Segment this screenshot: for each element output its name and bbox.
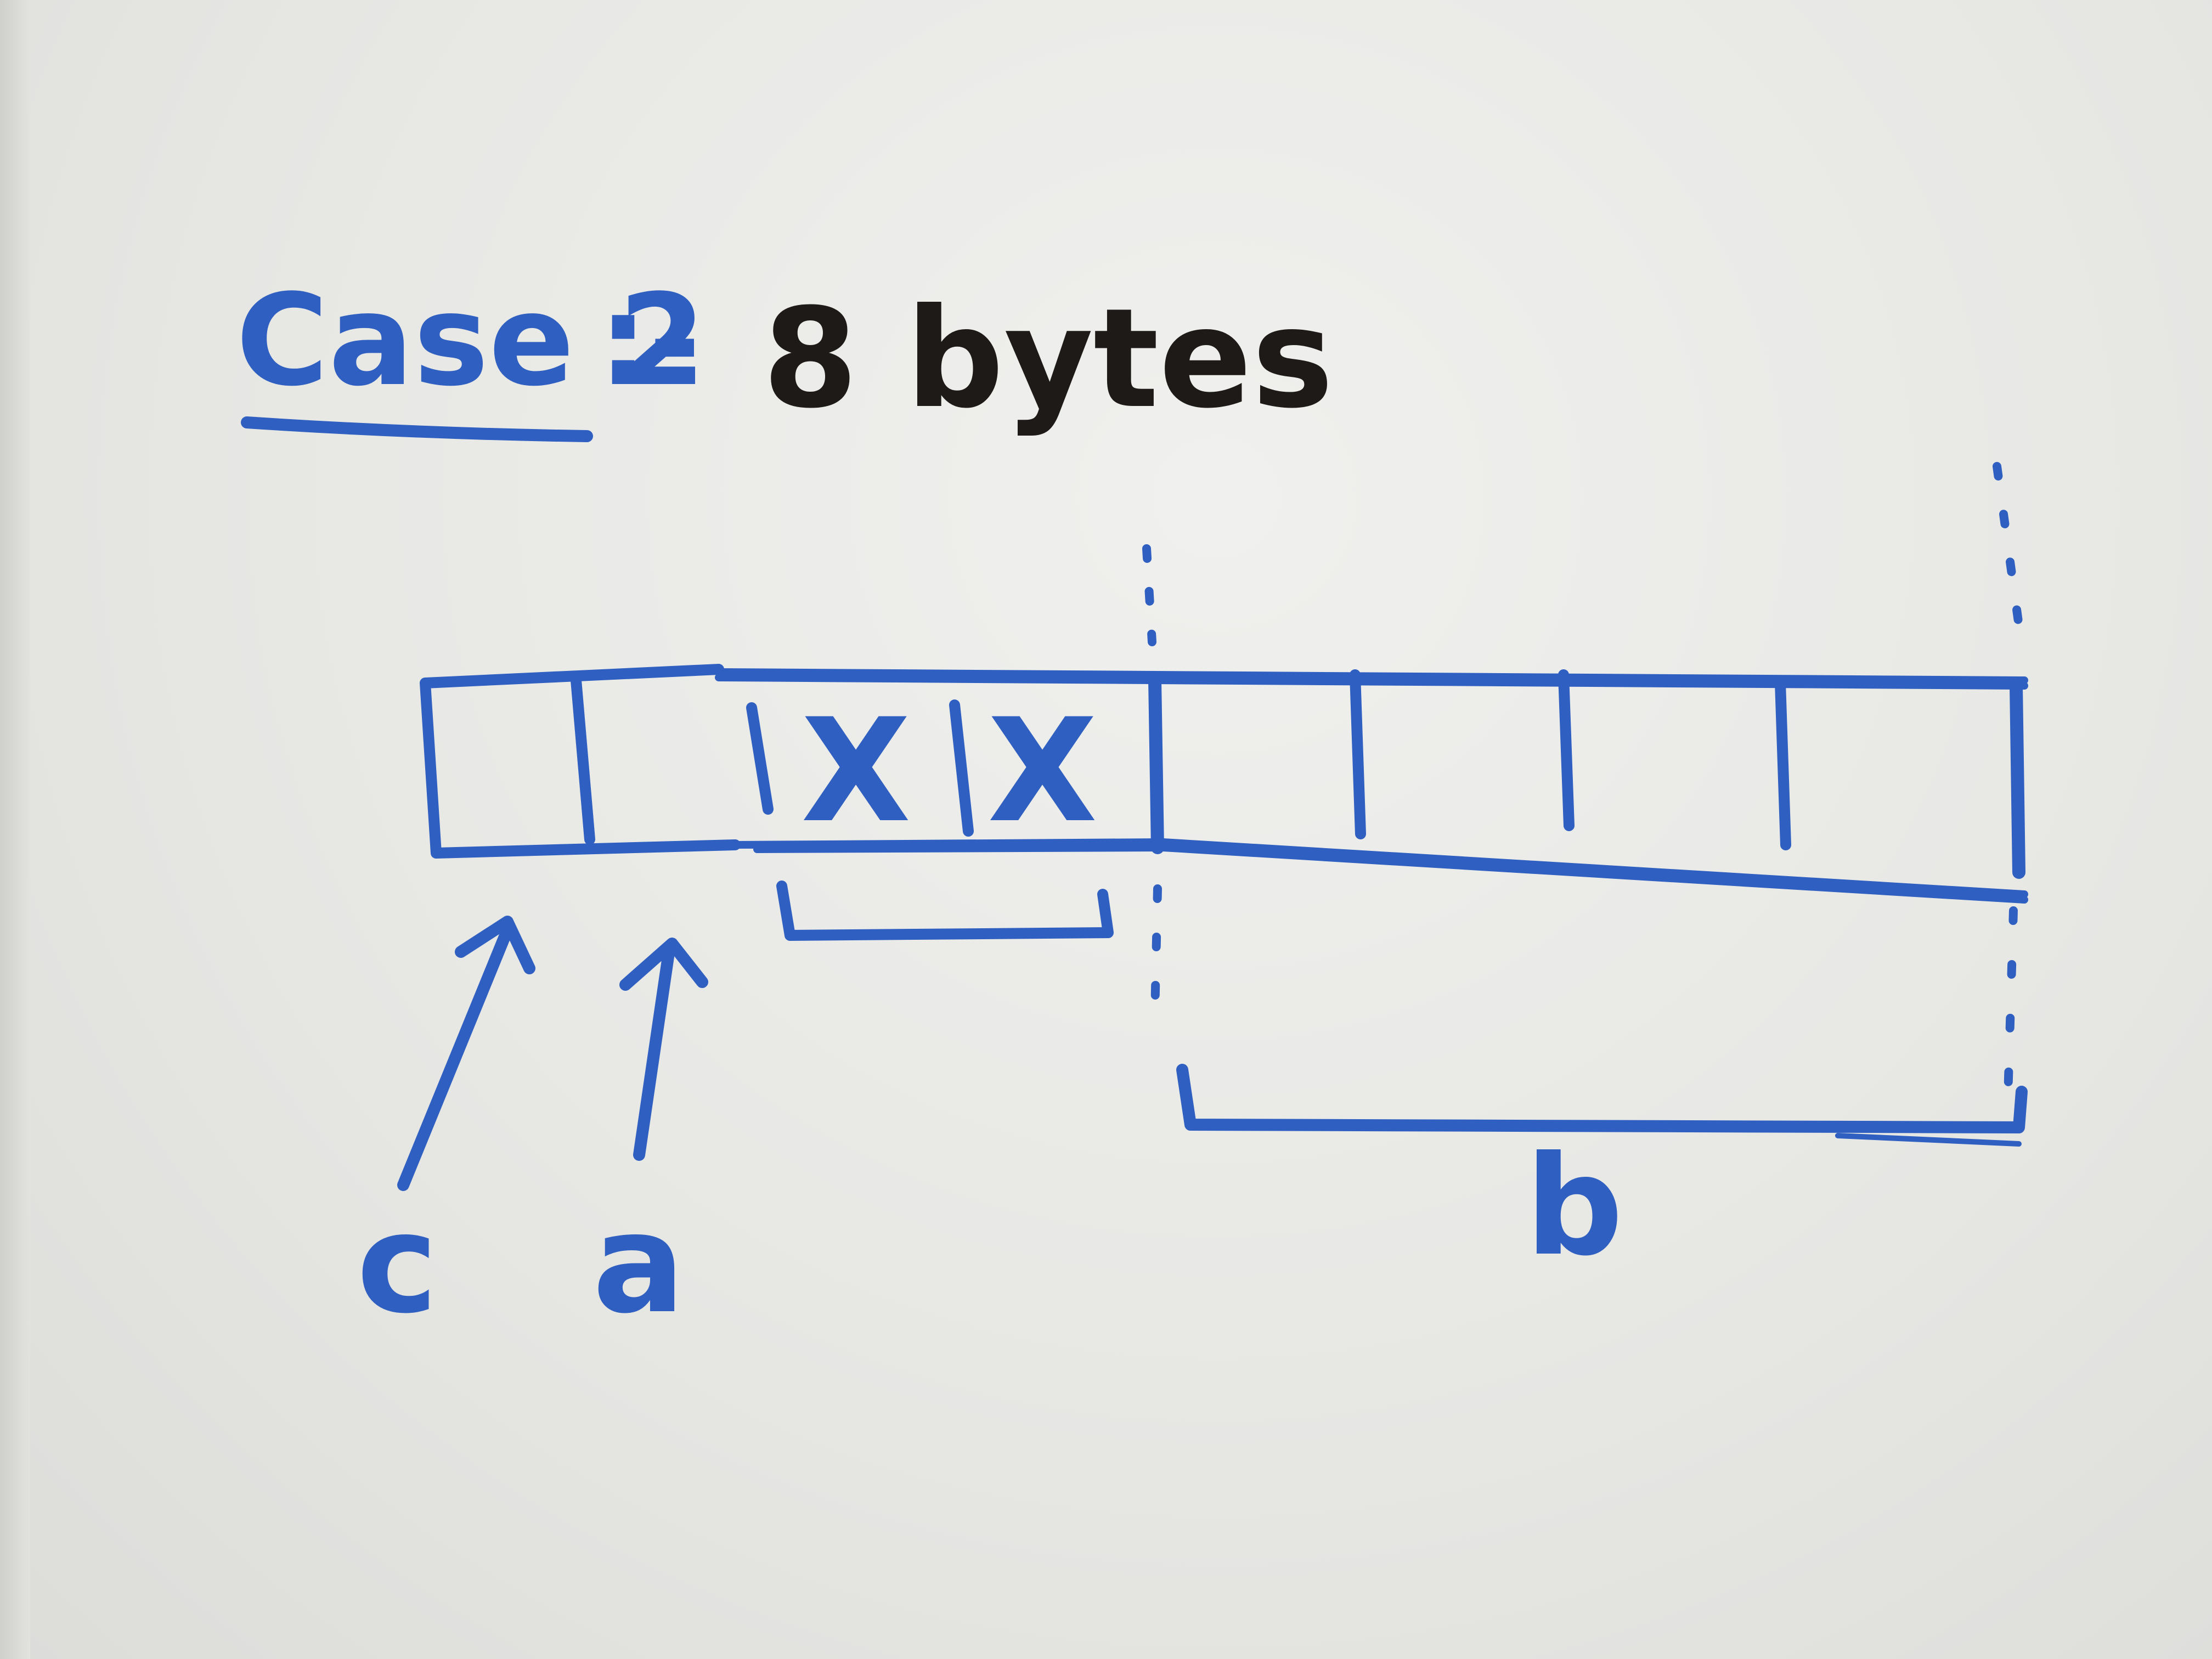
b-bracket-stroke: [1835, 1133, 2022, 1147]
padding-mark-2: X: [988, 689, 1097, 854]
cell-divider-2: [746, 702, 774, 815]
board-frame-edge: [0, 0, 30, 1659]
b-bracket: [1176, 1064, 2028, 1133]
size-text: 8 bytes: [763, 279, 1334, 438]
padding-bracket: [776, 881, 1114, 941]
label-b: b: [1525, 1126, 1623, 1286]
cell-divider-7: [1775, 678, 1791, 850]
cell-divider-3: [949, 699, 974, 837]
label-c: c: [357, 1184, 438, 1344]
case-label: Case 2: [236, 268, 706, 414]
arrow-a-head: [619, 938, 708, 991]
arrow-c-head: [455, 916, 535, 974]
memory-strip: [420, 664, 2028, 904]
right-dotted-guide-bottom: [2004, 906, 2018, 1102]
arrow-a-shaft: [633, 943, 675, 1161]
left-dotted-guide-bottom: [1150, 884, 1162, 1019]
cell-divider-4: [1148, 674, 1164, 854]
cell-divider-5: [1350, 669, 1366, 839]
label-a: a: [592, 1184, 685, 1344]
strip-top-line: [715, 668, 2028, 690]
padding-mark-1: X: [801, 689, 911, 854]
cell-divider-6: [1558, 669, 1575, 831]
strip-right-border: [2010, 679, 2025, 879]
title-separator: :-: [598, 268, 701, 414]
right-dotted-guide-top: [1993, 462, 2023, 630]
cell-divider-1: [571, 675, 595, 845]
strip-left-border: [420, 664, 741, 859]
strip-bottom-line: [731, 838, 2028, 904]
arrow-c-shaft: [397, 924, 514, 1191]
case-underline: [241, 416, 593, 442]
left-dotted-guide-top: [1142, 544, 1156, 646]
